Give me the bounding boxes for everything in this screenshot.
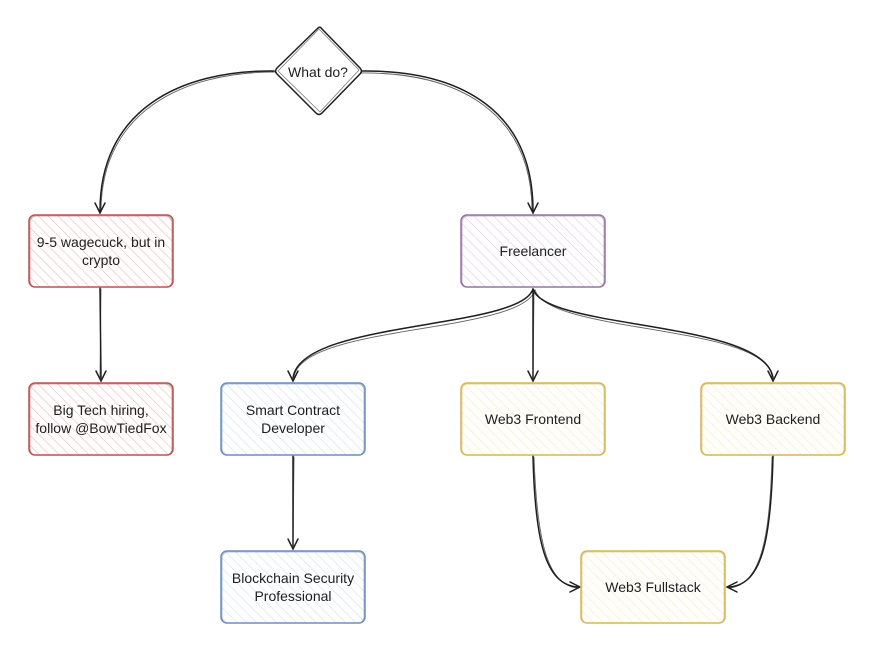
node-blockchain-security[interactable]: Blockchain Security Professional xyxy=(221,551,365,623)
edge-freelancer-to-backend xyxy=(532,288,774,379)
node-web3-frontend-label: Web3 Frontend xyxy=(484,411,582,427)
edge-wagecuck-to-bigtech-sketch xyxy=(99,288,102,378)
edge-decision-to-freelancer-sketch xyxy=(360,72,533,211)
node-freelancer[interactable]: Freelancer xyxy=(461,215,605,287)
edge-frontend-to-fullstack xyxy=(532,455,579,588)
node-bigtech-label: Big Tech hiring, follow @BowTiedFox xyxy=(35,402,167,436)
edge-freelancer-to-smart-contract xyxy=(292,288,534,379)
edge-backend-to-fullstack-sketch xyxy=(729,456,773,589)
node-blockchain-security-shape xyxy=(220,550,366,624)
edge-smart-contract-to-security-sketch xyxy=(292,456,295,546)
node-web3-fullstack[interactable]: Web3 Fullstack xyxy=(581,551,725,623)
edge-decision-to-wagecuck xyxy=(99,70,275,212)
edge-arrowhead-smart-contract xyxy=(287,370,299,383)
node-web3-backend-label: Web3 Backend xyxy=(725,411,821,427)
edge-freelancer-to-backend-sketch xyxy=(534,289,773,378)
node-web3-fullstack-label: Web3 Fullstack xyxy=(605,579,701,595)
edge-arrowhead-fullstack-left xyxy=(569,581,582,593)
edge-arrowhead-security xyxy=(287,538,299,551)
node-web3-frontend-shape xyxy=(460,382,606,456)
edge-decision-to-wagecuck-sketch xyxy=(100,71,276,211)
node-freelancer-label: Freelancer xyxy=(499,243,567,259)
edge-freelancer-to-smart-contract-sketch xyxy=(293,289,536,378)
node-smart-contract-label: Smart Contract Developer xyxy=(245,402,341,436)
node-web3-frontend[interactable]: Web3 Frontend xyxy=(461,383,605,455)
edge-freelancer-to-frontend-sketch xyxy=(532,289,535,378)
decision-diamond[interactable] xyxy=(274,26,363,116)
edge-arrowhead-bigtech xyxy=(95,370,107,383)
edges xyxy=(94,70,779,593)
node-blockchain-security-label: Blockchain Security Professional xyxy=(231,570,355,604)
node-smart-contract[interactable]: Smart Contract Developer xyxy=(221,383,365,455)
edge-arrowhead-freelancer xyxy=(527,202,539,215)
edge-arrowhead-fullstack-right xyxy=(725,581,738,593)
edge-arrowhead-wagecuck xyxy=(94,202,106,215)
node-wagecuck-shape xyxy=(28,214,174,288)
node-smart-contract-shape xyxy=(220,382,366,456)
edge-arrowhead-frontend xyxy=(527,370,539,383)
node-wagecuck[interactable]: 9-5 wagecuck, but in crypto xyxy=(29,215,173,287)
node-web3-backend-shape xyxy=(700,382,846,456)
edge-frontend-to-fullstack-sketch xyxy=(533,456,578,589)
node-bigtech-shape xyxy=(28,382,174,456)
node-wagecuck-label: 9-5 wagecuck, but in crypto xyxy=(36,234,166,268)
node-bigtech[interactable]: Big Tech hiring, follow @BowTiedFox xyxy=(29,383,173,455)
node-decision[interactable]: What do? xyxy=(274,56,362,88)
edge-backend-to-fullstack xyxy=(728,455,774,588)
node-decision-label: What do? xyxy=(288,64,348,80)
node-freelancer-shape xyxy=(460,214,606,288)
edge-decision-to-freelancer xyxy=(361,70,534,212)
node-web3-backend[interactable]: Web3 Backend xyxy=(701,383,845,455)
node-web3-fullstack-shape xyxy=(580,550,726,624)
edge-arrowhead-backend xyxy=(767,370,779,383)
